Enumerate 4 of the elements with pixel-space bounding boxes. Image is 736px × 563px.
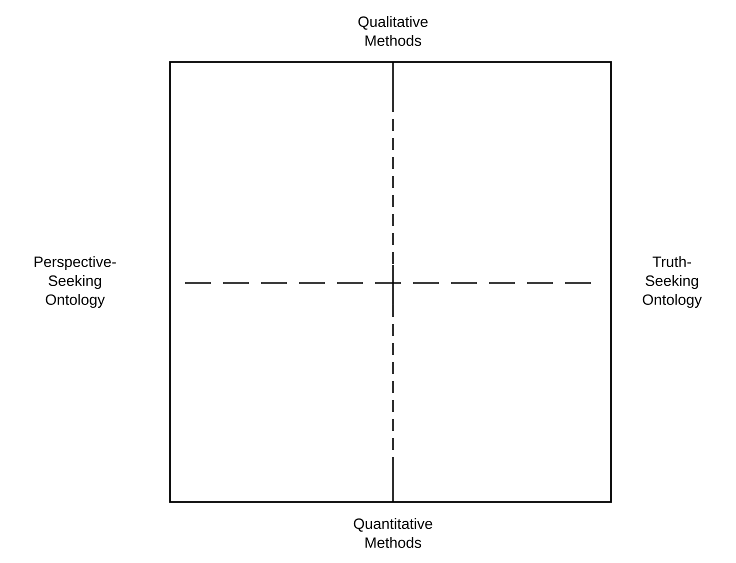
axis-label: Perspective-Seeking Ontology — [34, 256, 116, 308]
axis-label: Qualitative Methods — [358, 16, 428, 46]
axis-label: Truth-Seeking Ontology — [642, 256, 702, 308]
axis-label: Quantitative Methods — [354, 518, 432, 548]
